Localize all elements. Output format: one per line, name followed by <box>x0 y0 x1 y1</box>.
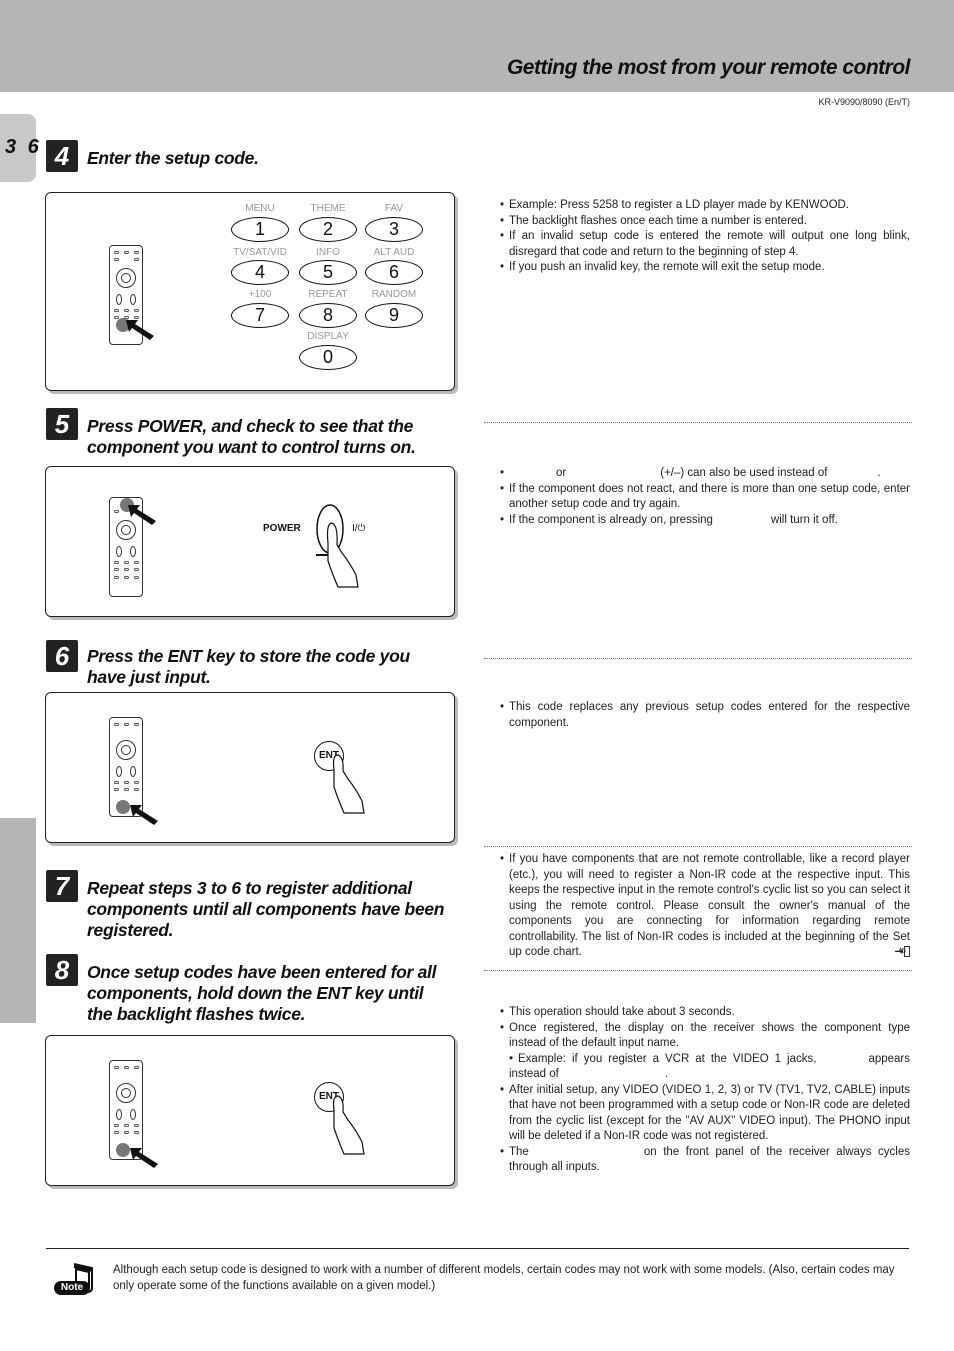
key-0: 0 <box>299 345 357 370</box>
note-item: If you have components that are not remo… <box>500 852 910 961</box>
note-fragment: If the component is already on, pressing <box>509 513 713 526</box>
key-3: 3 <box>365 217 423 242</box>
pressing-hand-icon <box>332 1095 365 1155</box>
power-symbol: I/⏻ <box>352 523 366 534</box>
press-arrow-icon <box>130 1148 158 1168</box>
note-item: or (+/–) can also be used instead of. <box>500 466 910 482</box>
model-code: KR-V9090/8090 (En/T) <box>818 97 910 107</box>
note-fragment: or <box>556 467 567 479</box>
note-item: If you push an invalid key, the remote w… <box>500 260 910 276</box>
power-label: POWER <box>263 523 301 534</box>
note-fragment: (+/–) can also be used instead of <box>660 467 828 479</box>
number-keypad: MENU 1 THEME 2 FAV 3 TV/SAT/VID 4 INFO 5… <box>216 203 436 383</box>
key-label: ALT AUD <box>373 247 415 258</box>
note-text: Although each setup code is designed to … <box>113 1264 895 1292</box>
side-tab <box>0 818 36 1023</box>
step6-panel: ENT <box>45 692 455 843</box>
key-label: TV/SAT/VID <box>233 247 287 258</box>
key-9: 9 <box>365 303 423 328</box>
step5-panel: POWER I/⏻ <box>45 466 455 617</box>
step7-notes: If you have components that are not remo… <box>500 852 910 961</box>
note-fragment: appears <box>868 1052 910 1065</box>
note-item: Example: Press 5258 to register a LD pla… <box>500 198 910 214</box>
divider <box>484 422 912 423</box>
note-item: If the component does not react, and the… <box>500 482 910 513</box>
note-icon-label: Note <box>54 1281 90 1295</box>
note-fragment: Example: if you register a VCR at the VI… <box>518 1052 817 1065</box>
note-item: If the component is already on, pressing… <box>500 513 910 529</box>
pressing-hand-icon <box>332 754 365 814</box>
press-arrow-icon <box>130 805 158 825</box>
step-number: 6 <box>46 640 78 672</box>
key-5: 5 <box>299 260 357 285</box>
key-label: INFO <box>316 247 340 258</box>
key-label: REPEAT <box>308 289 348 300</box>
remote-illustration <box>109 1060 143 1160</box>
page-number: 3 6 <box>5 136 42 158</box>
divider <box>484 970 912 971</box>
divider <box>484 846 912 847</box>
step8-panel: ENT <box>45 1035 455 1186</box>
note-item: This operation should take about 3 secon… <box>500 1005 910 1021</box>
step-number: 8 <box>46 954 78 986</box>
power-button-icon <box>316 504 359 588</box>
note-item: Once registered, the display on the rece… <box>500 1021 910 1052</box>
header-bar <box>0 0 954 92</box>
step-title: Press POWER, and check to see that the c… <box>87 416 416 457</box>
key-1: 1 <box>231 217 289 242</box>
remote-illustration <box>109 717 143 817</box>
step-number: 7 <box>46 870 78 902</box>
step4-panel: MENU 1 THEME 2 FAV 3 TV/SAT/VID 4 INFO 5… <box>45 192 455 391</box>
step-number: 5 <box>46 408 78 440</box>
note-fragment: . <box>877 467 881 479</box>
note-fragment: on the front panel of the receiver alway… <box>509 1145 910 1174</box>
page-title: Getting the most from your remote contro… <box>506 56 911 79</box>
key-label: FAV <box>384 203 404 214</box>
step-number: 4 <box>46 140 78 172</box>
note-item: The backlight flashes once each time a n… <box>500 214 910 230</box>
step5-notes: or (+/–) can also be used instead of. If … <box>500 466 910 528</box>
key-2: 2 <box>299 217 357 242</box>
step-title: Press the ENT key to store the code you … <box>87 646 410 687</box>
key-7: 7 <box>231 303 289 328</box>
key-label: DISPLAY <box>307 331 349 342</box>
step-title: Once setup codes have been entered for a… <box>87 962 437 1024</box>
page-number-tab <box>0 114 36 182</box>
key-6: 6 <box>365 260 423 285</box>
key-label: +100 <box>248 289 272 300</box>
note-item: Example: if you register a VCR at the VI… <box>500 1052 910 1083</box>
press-arrow-icon <box>128 505 156 525</box>
step8-notes: This operation should take about 3 secon… <box>500 1005 910 1176</box>
step-title: Repeat steps 3 to 6 to register addition… <box>87 878 445 940</box>
page-ref-icon: 45 <box>898 946 910 958</box>
step4-notes: Example: Press 5258 to register a LD pla… <box>500 198 910 276</box>
note-fragment: will turn it off. <box>770 513 838 526</box>
note-fragment: instead of <box>509 1068 559 1080</box>
note-fragment: . <box>664 1068 669 1080</box>
note-item: After initial setup, any VIDEO (VIDEO 1,… <box>500 1083 910 1145</box>
key-4: 4 <box>231 260 289 285</box>
note-divider <box>46 1248 909 1249</box>
divider <box>484 658 912 659</box>
key-label: THEME <box>310 203 346 214</box>
note-fragment: The <box>509 1145 529 1158</box>
key-label: RANDOM <box>371 289 417 300</box>
key-8: 8 <box>299 303 357 328</box>
key-label: MENU <box>245 203 275 214</box>
note-item: This code replaces any previous setup co… <box>500 700 910 731</box>
press-arrow-icon <box>126 320 154 340</box>
note-item: If an invalid setup code is entered the … <box>500 229 910 260</box>
step6-notes: This code replaces any previous setup co… <box>500 700 910 731</box>
step-title: Enter the setup code. <box>87 148 259 168</box>
note-fragment: If you have components that are not remo… <box>509 853 910 958</box>
